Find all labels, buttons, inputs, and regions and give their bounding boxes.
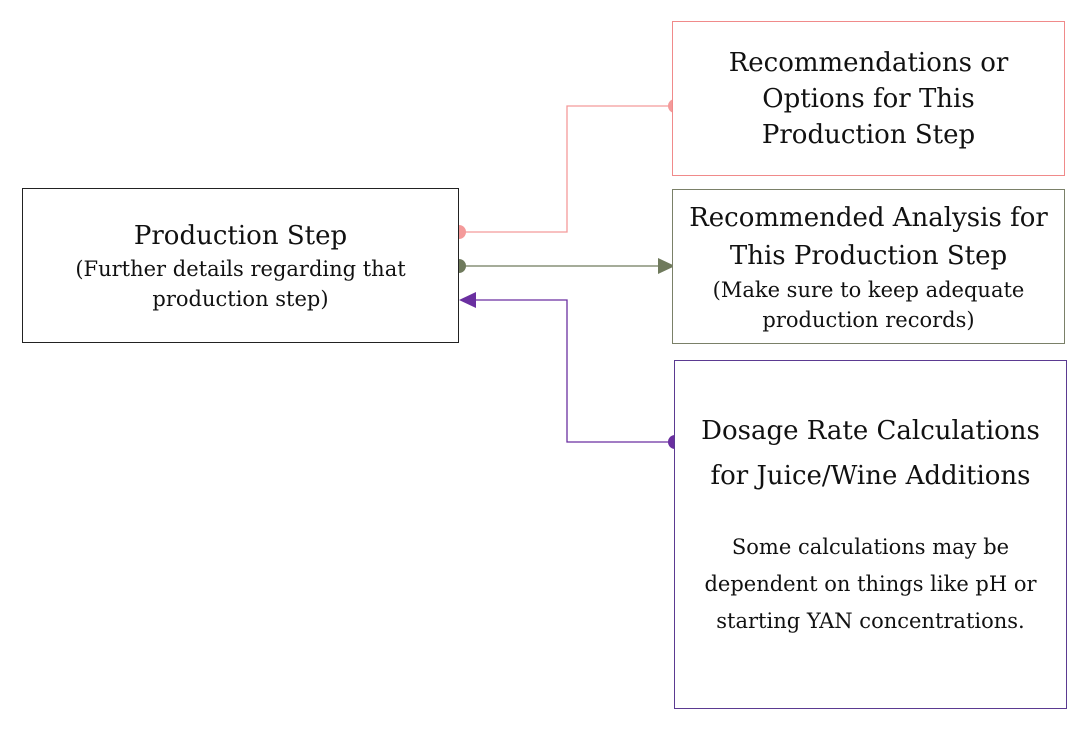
recommendations-box: Recommendations or Options for This Prod…: [672, 21, 1065, 176]
dosage-title: Dosage Rate Calculations for Juice/Wine …: [701, 416, 1040, 491]
analysis-subtitle: (Make sure to keep adequate production r…: [712, 277, 1025, 332]
analysis-box: Recommended Analysis for This Production…: [672, 189, 1065, 344]
recommendations-connector: [459, 105, 675, 233]
dosage-connector: [474, 299, 675, 443]
production-step-subtitle: (Further details regarding that producti…: [75, 256, 406, 311]
dosage-box: Dosage Rate Calculations for Juice/Wine …: [674, 360, 1067, 709]
analysis-title: Recommended Analysis for This Production…: [689, 202, 1048, 271]
dosage-body: Some calculations may be dependent on th…: [704, 535, 1037, 633]
production-step-title: Production Step: [133, 220, 348, 251]
dosage-arrowhead: [459, 292, 476, 308]
recommendations-title: Recommendations or Options for This Prod…: [728, 47, 1009, 150]
production-step-box: Production Step (Further details regardi…: [22, 188, 459, 343]
